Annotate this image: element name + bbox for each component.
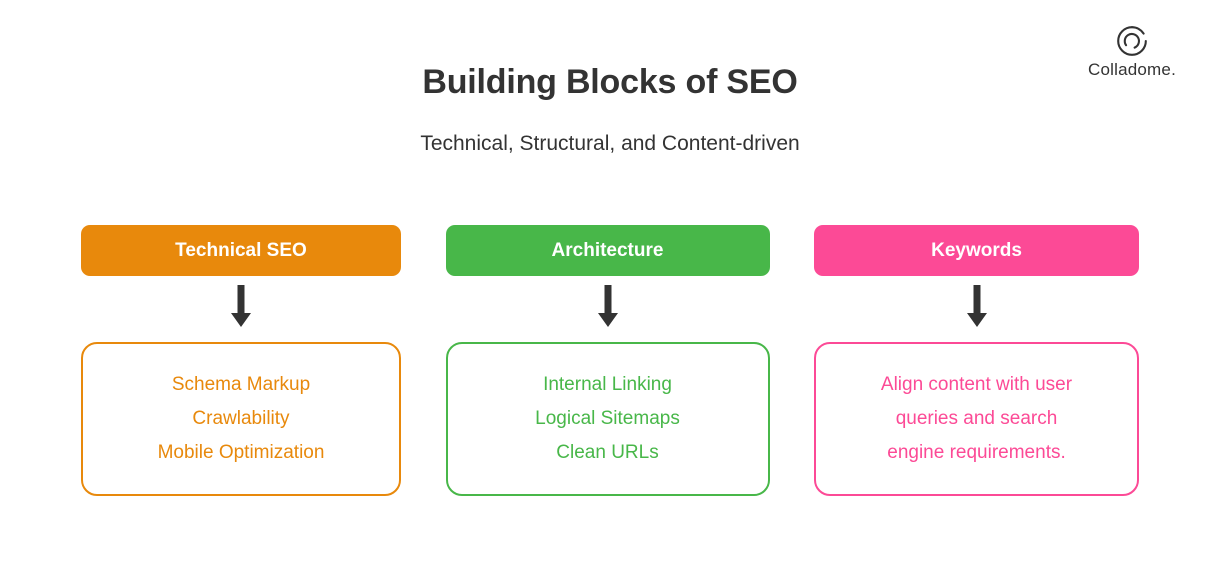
building-blocks-columns: Technical SEO Schema Markup Crawlability… <box>81 225 1139 496</box>
block-header-label: Keywords <box>931 240 1022 261</box>
block-line: Internal Linking <box>543 374 672 395</box>
colladome-circle-icon <box>1117 26 1147 56</box>
page-subtitle: Technical, Structural, and Content-drive… <box>420 132 800 155</box>
block-line: Logical Sitemaps <box>535 408 680 429</box>
block-line: engine requirements. <box>887 442 1066 463</box>
block-body-technical-seo: Schema Markup Crawlability Mobile Optimi… <box>81 342 401 496</box>
block-header-label: Architecture <box>551 240 664 261</box>
brand-logo: Colladome. <box>1076 24 1188 78</box>
block-line: Schema Markup <box>171 374 311 395</box>
arrow-down-icon <box>966 285 987 327</box>
block-line: Clean URLs <box>556 442 659 463</box>
block-line: Mobile Optimization <box>157 442 325 463</box>
column-architecture: Architecture Internal Linking Logical Si… <box>445 225 770 496</box>
block-header-keywords[interactable]: Keywords <box>814 225 1139 276</box>
block-line: Crawlability <box>192 408 290 429</box>
block-header-label: Technical SEO <box>175 240 307 261</box>
block-body-keywords: Align content with user queries and sear… <box>814 342 1139 496</box>
brand-name: Colladome. <box>1088 60 1176 79</box>
column-keywords: Keywords Align content with user queries… <box>814 225 1139 496</box>
arrow-down-icon <box>231 285 251 327</box>
block-line: Align content with user <box>880 374 1073 395</box>
block-line: queries and search <box>895 408 1058 429</box>
page-title: Building Blocks of SEO <box>422 63 798 101</box>
block-header-architecture[interactable]: Architecture <box>445 225 770 276</box>
arrow-down-icon <box>597 285 618 327</box>
column-technical-seo: Technical SEO Schema Markup Crawlability… <box>81 225 401 496</box>
block-header-technical-seo[interactable]: Technical SEO <box>81 225 401 276</box>
block-body-architecture: Internal Linking Logical Sitemaps Clean … <box>445 342 770 496</box>
